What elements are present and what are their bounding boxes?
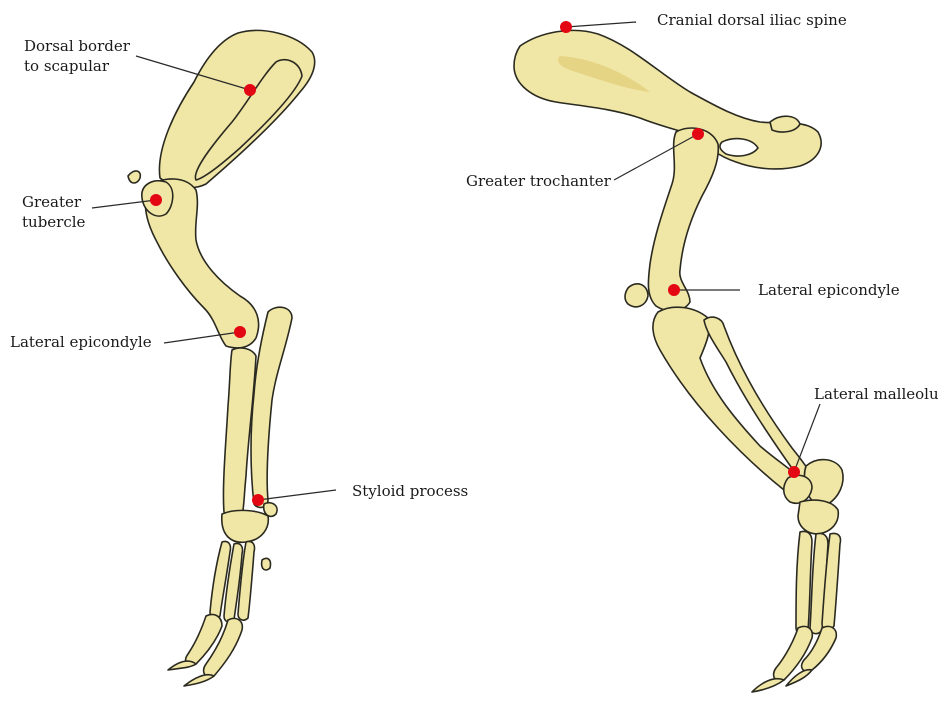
tarsal-block <box>798 500 838 534</box>
scapula-bone <box>159 30 314 187</box>
label-fore-lateral-epicondyle: Lateral epicondyle <box>10 332 152 352</box>
marker-greater-trochanter <box>692 128 704 140</box>
marker-fore-lateral-epicondyle <box>234 326 246 338</box>
label-greater-tubercle: Greater tubercle <box>22 192 85 232</box>
metatarsal-1 <box>796 531 812 633</box>
hindlimb-claw <box>752 679 784 692</box>
label-lateral-malleolus: Lateral malleolus <box>814 384 938 404</box>
marker-dorsal-border <box>244 84 256 96</box>
forelimb <box>128 30 315 686</box>
ulna-bone <box>251 307 292 507</box>
label-hind-lateral-epicondyle: Lateral epicondyle <box>758 280 900 300</box>
label-dorsal-border: Dorsal border to scapular <box>24 36 130 76</box>
leader-styloid-process <box>258 490 336 500</box>
talus-bone <box>784 475 812 503</box>
carpal-bones <box>222 510 269 542</box>
leader-cranial-dorsal-iliac-spine <box>566 22 636 27</box>
accessory-carpal <box>264 503 277 517</box>
marker-lateral-malleolus <box>788 466 800 478</box>
marker-hind-lateral-epicondyle <box>668 284 680 296</box>
pelvis-bone <box>514 30 821 169</box>
forelimb-claw <box>168 661 196 670</box>
label-styloid-process: Styloid process <box>352 481 468 501</box>
patella-bone <box>625 284 648 307</box>
hindlimb <box>514 30 843 692</box>
forelimb-claw-2 <box>184 675 214 686</box>
marker-greater-tubercle <box>150 194 162 206</box>
marker-styloid-process <box>252 494 264 506</box>
forelimb-dewclaw <box>262 558 271 570</box>
ischial-tuberosity <box>770 116 800 132</box>
clavicle-fragment <box>128 171 140 183</box>
label-cranial-dorsal-iliac-spine: Cranial dorsal iliac spine <box>657 10 847 30</box>
marker-cranial-dorsal-iliac-spine <box>560 21 572 33</box>
label-greater-trochanter: Greater trochanter <box>466 171 611 191</box>
